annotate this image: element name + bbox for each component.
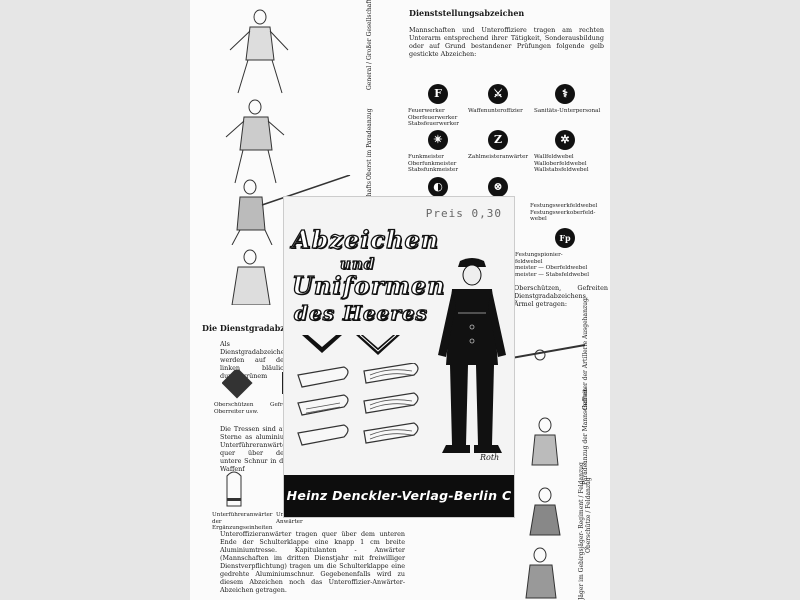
side-paragraph: Oberschützen, Gefreiten Dienstgradabzeic…: [514, 284, 608, 308]
label-oberschuetzen: Oberschützen Oberreiter usw.: [214, 402, 259, 415]
caption-oberst: Oberst im Paradeanzug: [366, 108, 373, 180]
label-festungspionier: Festungspionier- feldwebel meister — Obe…: [515, 252, 590, 278]
cover-title-line-1: Abzeichen: [291, 224, 440, 254]
badge-label-waffen: Waffenunteroffizier: [468, 108, 523, 114]
feuerwerker-badge-icon: F: [428, 84, 448, 104]
intro-paragraph: Mannschaften und Unteroffiziere tragen a…: [409, 26, 604, 58]
badge-label-zahlmeister: Zahlmeisteranwärter: [468, 154, 529, 160]
cover-title-line-2: und: [339, 254, 376, 273]
badge-label-wall: Wallfeldwebel Walloberfeldwebel Wallstab…: [534, 154, 589, 173]
figure-general: [229, 9, 289, 94]
section-heading-rank: Die Dienstgradabzeichen: [202, 323, 315, 333]
label-strap-1: Unterführeranwärter der Ergänzungseinhei…: [212, 512, 273, 531]
festungspionier-badge-icon: Fp: [555, 228, 575, 248]
shoulder-boards-icon: [297, 363, 419, 446]
badge-icon-8: ⊗: [488, 177, 508, 197]
figure-column: General / Großer Gesellschaftsanzug Ober…: [190, 0, 405, 600]
section-tressen-text: Die Tressen sind aus Sterne as aluminium…: [220, 425, 290, 473]
badge-icon-7: ◐: [428, 177, 448, 197]
sanitaets-badge-icon: ⚕: [555, 84, 575, 104]
publisher-banner: Heinz Denckler-Verlag-Berlin C 2: [284, 475, 514, 517]
caption-general: General / Großer Gesellschaftsanzug: [366, 0, 373, 90]
figures-right: [499, 344, 586, 599]
figure-officer-saber: [231, 175, 351, 245]
zahlmeister-badge-icon: Z: [488, 130, 508, 150]
label-festungswerk: Festungswerkfeldwebel Festungswerkoberfe…: [530, 203, 598, 222]
cover-title-line-3: Uniformen: [291, 270, 446, 300]
caption-gebirgsjaeger: Jäger im Gebirgsjäger- Regiment / Feldan…: [578, 462, 585, 600]
figure-officer-coat: [231, 249, 271, 305]
booklet-cover: Preis 0,30 Abzeichen und Uniformen des H…: [284, 197, 514, 517]
shoulder-strap-icon: [226, 471, 242, 507]
badge-label-feuerwerker: Feuerwerker Oberfeuerwerker Stabsfeuerwe…: [408, 108, 459, 127]
figure-oberst: [225, 99, 285, 184]
badge-label-funk: Funkmeister Oberfunkmeister Stabsfunkmei…: [408, 154, 459, 173]
label-gefreiter: Gefreiter: [270, 402, 296, 408]
funk-badge-icon: ✴: [428, 130, 448, 150]
cover-title-line-4: des Heeres: [293, 300, 428, 325]
soldier-figure: [438, 258, 506, 453]
waffen-badge-icon: ⚔: [488, 84, 508, 104]
cover-price: Preis 0,30: [425, 207, 502, 220]
artist-signature: Roth: [480, 453, 500, 462]
caption-oberschuetze: Oberschütze / Feldanzug: [585, 477, 592, 553]
rank-chevrons-icon: [302, 334, 400, 355]
page-heading: Dienststellungsabzeichen: [409, 8, 525, 18]
wall-badge-icon: ✲: [555, 130, 575, 150]
badge-label-sanitaets: Sanitäts-Unterpersonal: [534, 108, 601, 114]
bottom-paragraph: Unteroffizieranwärter tragen quer über d…: [220, 530, 405, 594]
